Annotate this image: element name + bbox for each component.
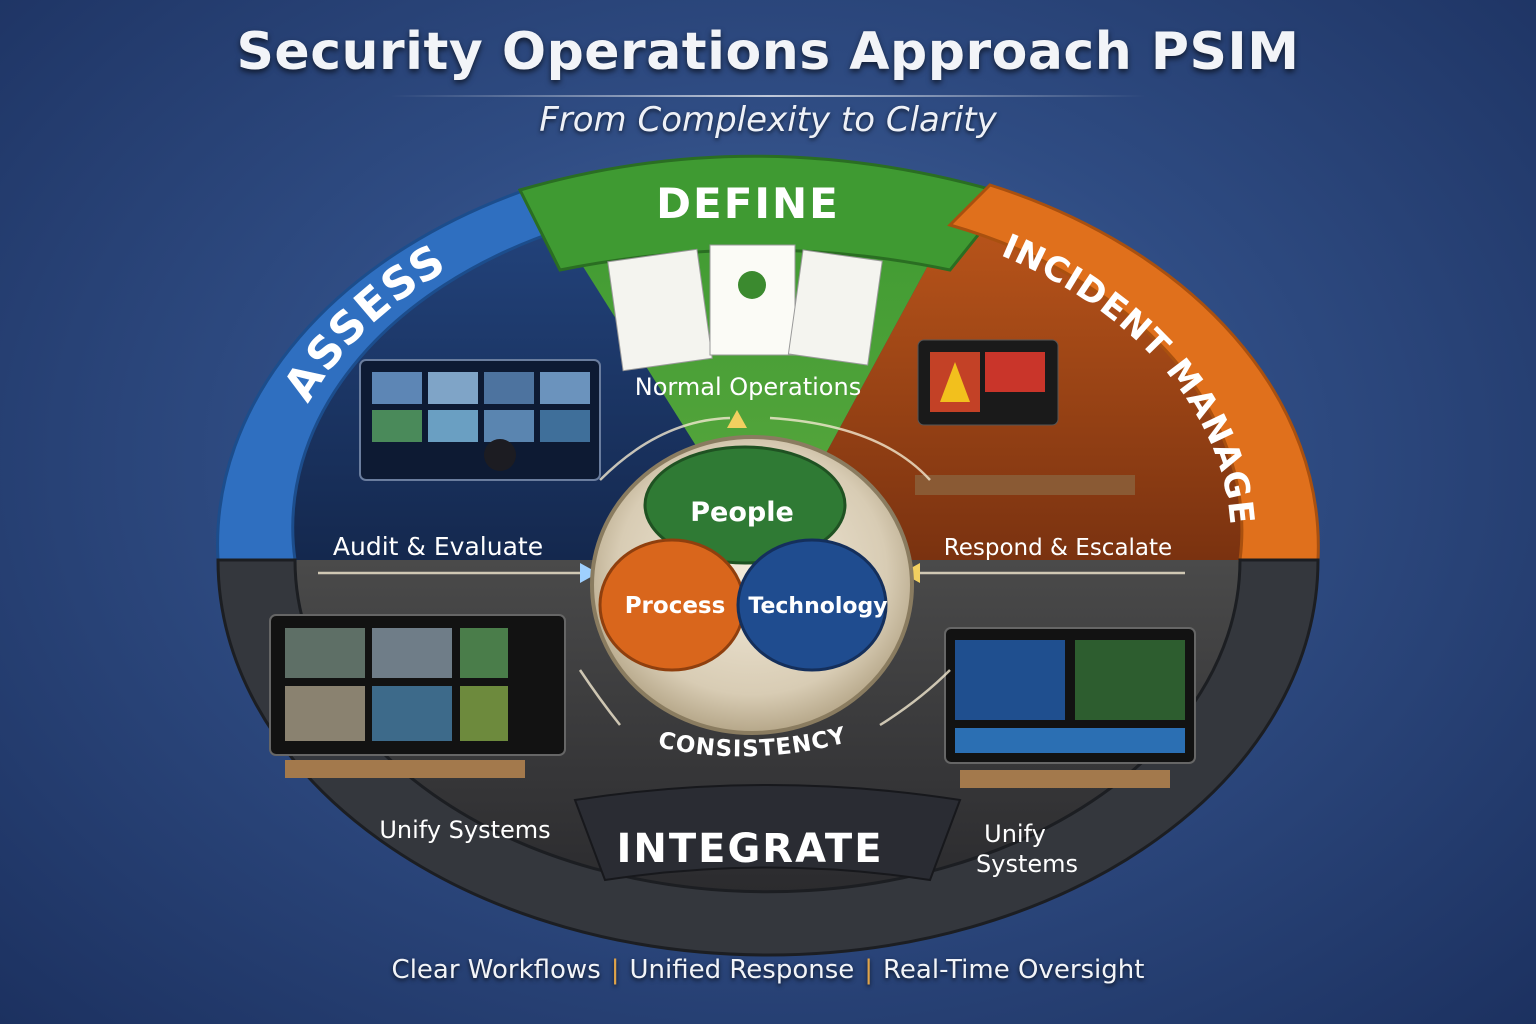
define-title: DEFINE bbox=[656, 179, 840, 228]
integrate-title: INTEGRATE bbox=[616, 826, 883, 872]
integrate-caption-left: Unify Systems bbox=[379, 816, 550, 844]
define-caption: Normal Operations bbox=[635, 373, 861, 401]
flow-arrows bbox=[318, 416, 1185, 727]
footer-item-oversight: Real-Time Oversight bbox=[883, 955, 1145, 985]
footer-separator: | bbox=[864, 955, 874, 985]
technology-bubble bbox=[736, 538, 888, 672]
integrate-banner bbox=[573, 784, 962, 882]
process-label: Process bbox=[625, 593, 726, 619]
define-documents bbox=[607, 244, 883, 372]
arrow-head-assess bbox=[580, 563, 598, 583]
footer-item-response: Unified Response bbox=[629, 955, 855, 985]
assess-caption: Audit & Evaluate bbox=[333, 532, 543, 561]
incident-monitor-station bbox=[915, 339, 1135, 495]
integrate-caption-right-line1: Unify bbox=[984, 820, 1046, 848]
footer-separator: | bbox=[610, 955, 620, 985]
footer-item-workflows: Clear Workflows bbox=[391, 955, 601, 985]
assess-monitor-wall bbox=[359, 359, 601, 481]
title-divider bbox=[390, 95, 1146, 97]
technology-label: Technology bbox=[748, 594, 887, 619]
footer-tagline: Clear Workflows | Unified Response | Real-Ti… bbox=[0, 955, 1536, 985]
people-label: People bbox=[690, 497, 794, 528]
integrate-ring bbox=[216, 558, 1320, 957]
page-title: Security Operations Approach PSIM bbox=[236, 22, 1300, 82]
arrow-head-define bbox=[727, 410, 747, 428]
incident-caption: Respond & Escalate bbox=[944, 535, 1172, 561]
integrate-caption-right-line2: Systems bbox=[976, 850, 1078, 878]
integrate-left-workstation bbox=[269, 614, 566, 778]
page-subtitle: From Complexity to Clarity bbox=[539, 100, 997, 140]
people-bubble bbox=[643, 445, 847, 565]
integrate-right-workstation bbox=[944, 627, 1196, 788]
